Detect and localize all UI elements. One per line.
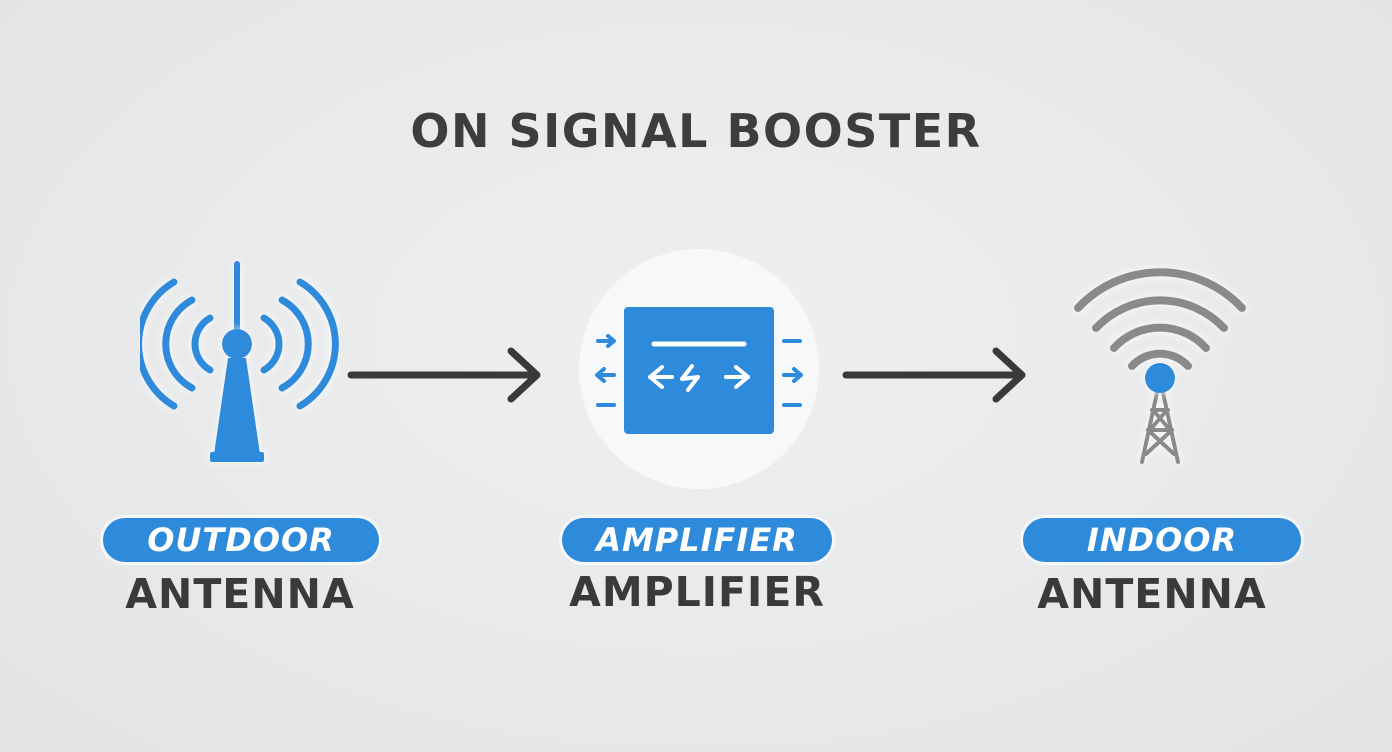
indoor-antenna-icon — [1074, 268, 1246, 464]
badge-amplifier: AMPLIFIER — [562, 518, 832, 562]
badge-outdoor: OUTDOOR — [103, 518, 379, 562]
badge-indoor: INDOOR — [1023, 518, 1301, 562]
diagram-title: ON SIGNAL BOOSTER — [410, 104, 982, 158]
label-amplifier: AMPLIFIER — [569, 568, 825, 616]
flow-arrow-outdoor-to-amplifier — [347, 347, 541, 403]
label-outdoor-antenna: ANTENNA — [125, 570, 355, 618]
label-indoor-antenna: ANTENNA — [1037, 570, 1267, 618]
flow-arrow-amplifier-to-indoor — [842, 347, 1026, 403]
amplifier-icon — [579, 249, 819, 489]
outdoor-antenna-icon — [140, 261, 339, 462]
